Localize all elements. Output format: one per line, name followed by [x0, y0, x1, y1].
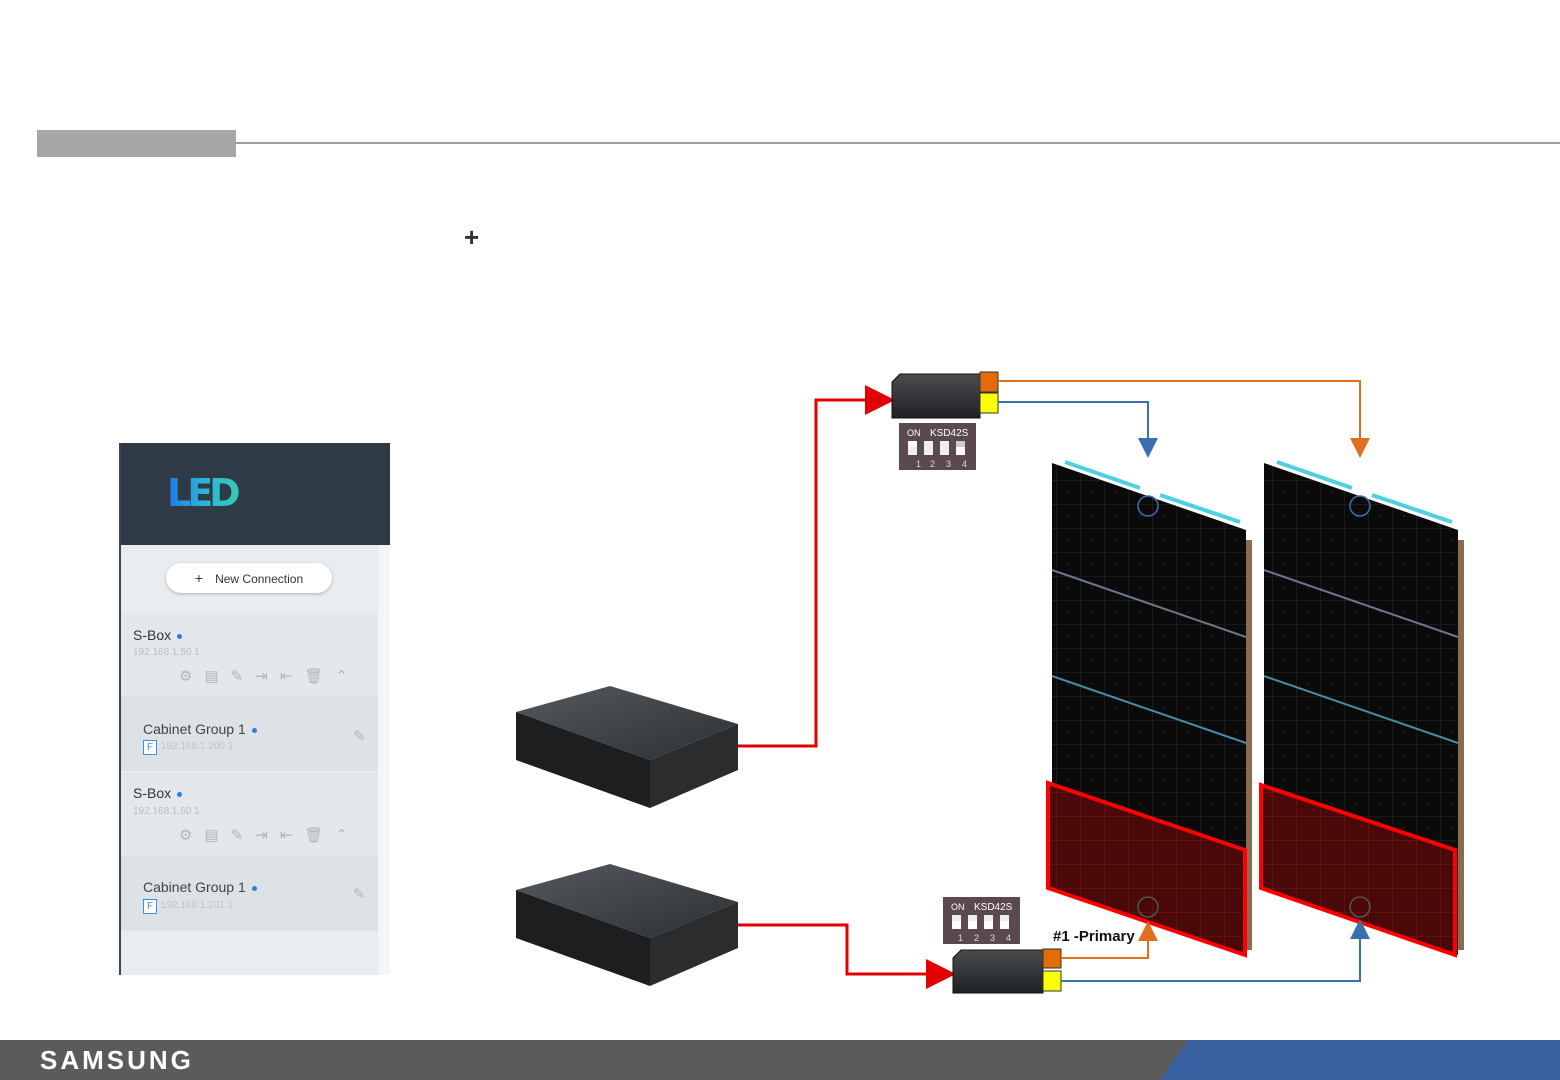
cabinet-group-item-1[interactable]: Cabinet Group 1 F 192.168.1.200 1 ✎ — [121, 695, 378, 771]
sbox-item-2[interactable]: S-Box 192.168.1.60 1 ⚙ ▤ ✎ ⇥ ⇤ 🗑 ⌃ — [121, 773, 378, 855]
sbox-device-2 — [516, 864, 738, 986]
settings-icon[interactable]: ⚙ — [179, 667, 192, 685]
primary-label: #1 -Primary — [1053, 928, 1135, 945]
dip-num-4: 4 — [962, 459, 967, 469]
footer-accent — [1160, 1040, 1560, 1080]
sbox-name: S-Box — [133, 785, 171, 801]
chevron-up-icon[interactable]: ⌃ — [335, 826, 348, 844]
led-cabinet-column-1 — [1048, 462, 1252, 955]
dip-model-label: KSD42S — [930, 428, 969, 439]
dip-num-3: 3 — [946, 459, 951, 469]
hub-top — [892, 372, 998, 418]
document-icon[interactable]: ▤ — [204, 667, 218, 685]
panel-header: LED — [121, 443, 390, 545]
import-icon[interactable]: ⇥ — [255, 826, 268, 844]
dip-num-1b: 1 — [958, 933, 963, 943]
panel-scrollbar[interactable] — [378, 545, 390, 975]
dip-num-1: 1 — [916, 459, 921, 469]
settings-icon[interactable]: ⚙ — [179, 826, 192, 844]
chevron-up-icon[interactable]: ⌃ — [335, 667, 348, 685]
dip-switch-top: ON KSD42S 1 2 3 4 — [899, 423, 976, 470]
hub-bottom — [953, 949, 1061, 993]
blue-link-top — [998, 402, 1148, 456]
sbox-device-1 — [516, 686, 738, 808]
status-dot — [252, 886, 257, 891]
led-cabinet-column-2 — [1261, 462, 1464, 955]
signal-line-bottom — [738, 925, 953, 974]
led-logo: LED — [167, 471, 257, 515]
export-icon[interactable]: ⇤ — [280, 826, 293, 844]
plus-icon: + — [195, 570, 203, 586]
new-connection-button[interactable]: + New Connection — [166, 563, 332, 593]
status-dot — [177, 634, 182, 639]
sbox-toolbar: ⚙ ▤ ✎ ⇥ ⇤ 🗑 ⌃ — [179, 826, 348, 844]
status-dot — [177, 792, 182, 797]
dip-num-3b: 3 — [990, 933, 995, 943]
dip-num-4b: 4 — [1006, 933, 1011, 943]
edit-icon[interactable]: ✎ — [231, 667, 244, 685]
cabinet-group-ip: 192.168.1.200 1 — [161, 741, 233, 752]
samsung-logo: SAMSUNG — [40, 1044, 194, 1076]
edit-icon[interactable]: ✎ — [231, 826, 244, 844]
export-icon[interactable]: ⇤ — [280, 667, 293, 685]
cabinet-group-name: Cabinet Group 1 — [143, 721, 246, 737]
sbox-ip: 192.168.1.60 1 — [133, 806, 200, 817]
signal-line-top — [738, 400, 892, 746]
import-icon[interactable]: ⇥ — [255, 667, 268, 685]
sbox-name: S-Box — [133, 627, 171, 643]
sbox-ip: 192.168.1.50 1 — [133, 647, 200, 658]
cabinet-group-item-2[interactable]: Cabinet Group 1 F 192.168.1.201 1 ✎ — [121, 855, 378, 931]
orange-link-top — [998, 381, 1360, 456]
pencil-icon[interactable]: ✎ — [353, 727, 366, 745]
dip-on-label-2: ON — [951, 902, 965, 912]
status-dot — [252, 728, 257, 733]
document-icon[interactable]: ▤ — [204, 826, 218, 844]
f-badge: F — [143, 899, 157, 914]
dip-num-2b: 2 — [974, 933, 979, 943]
sbox-item-1[interactable]: S-Box 192.168.1.50 1 ⚙ ▤ ✎ ⇥ ⇤ 🗑 ⌃ — [121, 613, 378, 695]
trash-icon[interactable]: 🗑 — [304, 826, 323, 844]
dip-num-2: 2 — [930, 459, 935, 469]
pencil-icon[interactable]: ✎ — [353, 885, 366, 903]
cabinet-group-name: Cabinet Group 1 — [143, 879, 246, 895]
cabinet-group-ip: 192.168.1.201 1 — [161, 900, 233, 911]
dip-model-label-2: KSD42S — [974, 902, 1013, 913]
sbox-toolbar: ⚙ ▤ ✎ ⇥ ⇤ 🗑 ⌃ — [179, 667, 348, 685]
f-badge: F — [143, 740, 157, 755]
led-manager-panel: LED + New Connection S-Box 192.168.1.50 1… — [119, 443, 390, 975]
new-connection-label: New Connection — [215, 572, 303, 586]
dip-on-label: ON — [907, 428, 921, 438]
trash-icon[interactable]: 🗑 — [304, 667, 323, 685]
dip-switch-bottom: ON KSD42S 1 2 3 4 — [943, 897, 1020, 944]
